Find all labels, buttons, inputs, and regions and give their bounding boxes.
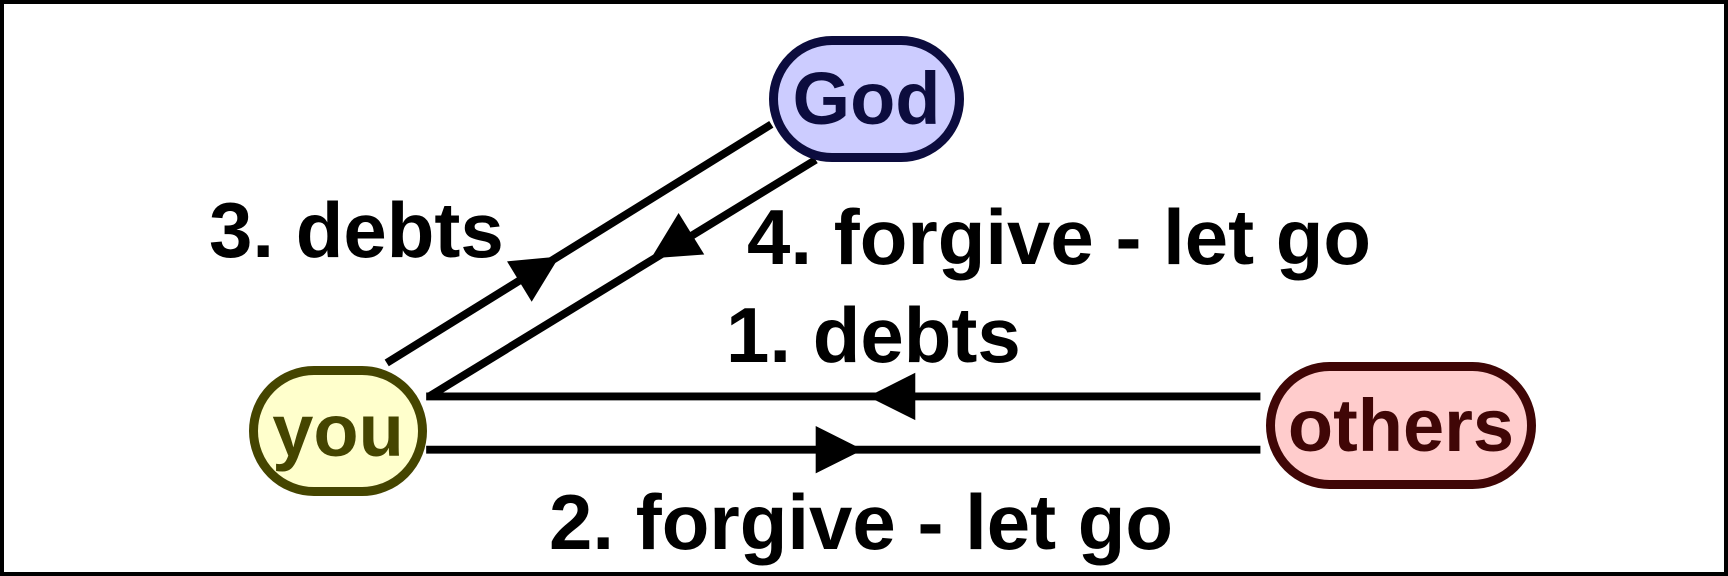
arrowhead-down-left-icon xyxy=(651,213,705,259)
edges-layer xyxy=(384,120,1261,474)
edge-label-4-forgive-let-go: 4. forgive - let go xyxy=(747,193,1372,281)
arrowhead-right-icon xyxy=(815,426,864,474)
edge-label-1-debts: 1. debts xyxy=(726,291,1021,379)
arrowhead-left-icon xyxy=(867,372,916,421)
node-you: you xyxy=(249,366,427,496)
node-god-label: God xyxy=(792,57,941,140)
edge-god-to-you xyxy=(427,156,818,400)
edge-label-3-debts: 3. debts xyxy=(209,186,504,274)
node-god: God xyxy=(769,36,964,162)
node-you-label: you xyxy=(272,389,404,472)
node-others-label: others xyxy=(1287,383,1515,467)
edge-you-to-god xyxy=(384,120,774,367)
arrowhead-up-right-icon xyxy=(507,256,560,302)
node-others: others xyxy=(1266,362,1536,489)
edge-label-2-forgive-let-go: 2. forgive - let go xyxy=(549,478,1174,566)
